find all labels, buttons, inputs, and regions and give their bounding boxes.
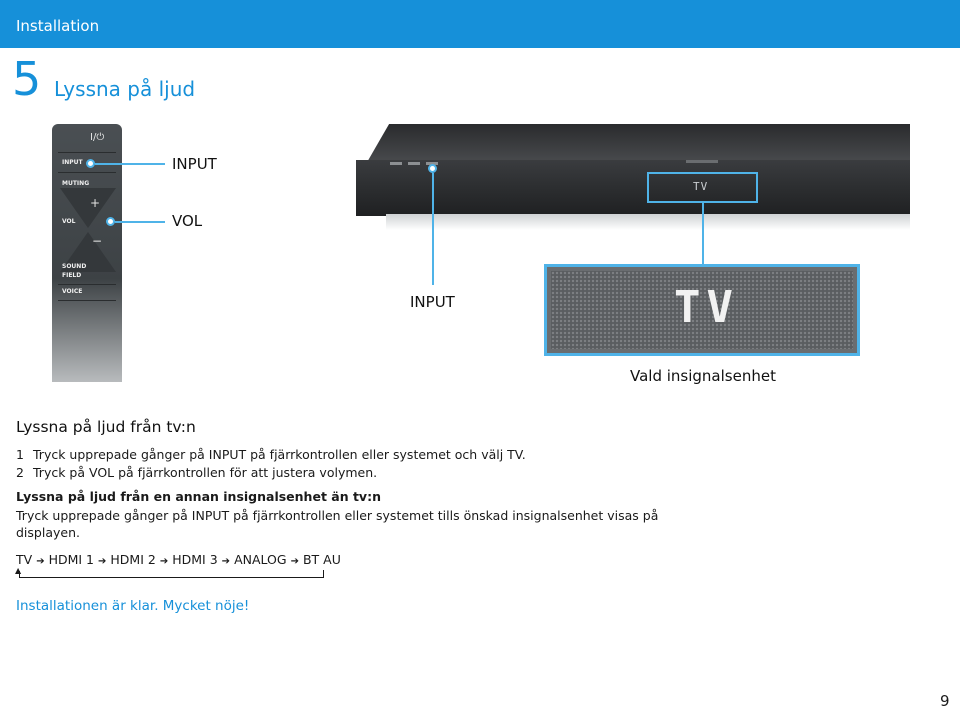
selected-source-label: Vald insignalsenhet xyxy=(630,367,776,385)
callout-line xyxy=(115,221,165,223)
closing-message: Installationen är klar. Mycket nöje! xyxy=(16,598,250,614)
input-remote-label: INPUT xyxy=(172,155,217,173)
other-source-text: Tryck upprepade gånger på INPUT på fjärr… xyxy=(16,508,659,540)
callout-line xyxy=(432,173,434,285)
arrow-right-icon: ➔ xyxy=(221,556,231,567)
arrow-right-icon: ➔ xyxy=(98,556,107,567)
remote-divider xyxy=(58,284,116,285)
input-sequence: TV➔HDMI 1➔HDMI 2➔HDMI 3➔ANALOG➔BT AU xyxy=(16,552,341,567)
callout-line xyxy=(702,203,704,265)
soundbar-unit xyxy=(276,124,910,232)
vol-down-wedge xyxy=(60,232,116,272)
sub-heading: Lyssna på ljud från tv:n xyxy=(16,418,196,436)
loop-line xyxy=(19,577,324,578)
remote-sound-field-label: SOUND FIELD xyxy=(62,263,87,279)
callout-dot xyxy=(428,164,437,173)
step-text: Tryck upprepade gånger på INPUT på fjärr… xyxy=(33,447,526,462)
sequence-item: HDMI 1 xyxy=(48,552,95,567)
sequence-item: HDMI 3 xyxy=(172,552,218,567)
callout-dot xyxy=(106,217,115,226)
sequence-item: TV xyxy=(16,552,33,567)
unit-button xyxy=(426,162,438,165)
remote-muting-label: MUTING xyxy=(62,180,90,187)
section-title: Lyssna på ljud xyxy=(54,77,196,101)
header-title: Installation xyxy=(16,17,100,35)
unit-display-text: TV xyxy=(693,180,709,193)
callout-line xyxy=(95,163,165,165)
input-unit-label: INPUT xyxy=(410,293,455,311)
remote-divider xyxy=(58,172,116,173)
step-number: 2 xyxy=(16,465,24,480)
unit-button xyxy=(408,162,420,165)
step-text: Tryck på VOL på fjärrkontrollen för att … xyxy=(33,465,378,480)
sequence-item: HDMI 2 xyxy=(110,552,156,567)
loop-line xyxy=(19,571,20,578)
power-icon: I/⏻ xyxy=(90,132,105,143)
display-large-text: TV xyxy=(674,282,739,333)
plus-icon: + xyxy=(90,196,101,210)
brand-logo xyxy=(686,160,718,163)
arrow-right-icon: ➔ xyxy=(159,556,169,567)
remote-voice-label: VOICE xyxy=(62,288,83,295)
remote-divider xyxy=(58,152,116,153)
sequence-item: ANALOG xyxy=(234,552,287,567)
loop-line xyxy=(323,570,324,578)
arrow-right-icon: ➔ xyxy=(290,556,299,567)
sequence-item: BT AU xyxy=(302,552,341,567)
step-2: 2 Tryck på VOL på fjärrkontrollen för att… xyxy=(16,465,377,480)
unit-button xyxy=(390,162,402,165)
remote-vol-label: VOL xyxy=(62,218,76,225)
header-bar: Installation xyxy=(0,0,960,48)
remote-input-label: INPUT xyxy=(62,159,83,166)
step-number: 1 xyxy=(16,447,24,462)
other-source-heading: Lyssna på ljud från en annan insignalsen… xyxy=(16,489,381,504)
arrow-right-icon: ➔ xyxy=(36,556,45,567)
unit-display-highlight xyxy=(647,172,758,203)
page-number: 9 xyxy=(940,692,950,710)
callout-dot xyxy=(86,159,95,168)
arrow-up-icon: ▲ xyxy=(15,567,21,575)
display-zoom xyxy=(544,264,860,356)
step-1: 1 Tryck upprepade gånger på INPUT på fjär… xyxy=(16,447,526,462)
minus-icon: − xyxy=(92,234,103,248)
remote-divider xyxy=(58,300,116,301)
section-number: 5 xyxy=(12,52,42,106)
vol-remote-label: VOL xyxy=(172,212,203,230)
